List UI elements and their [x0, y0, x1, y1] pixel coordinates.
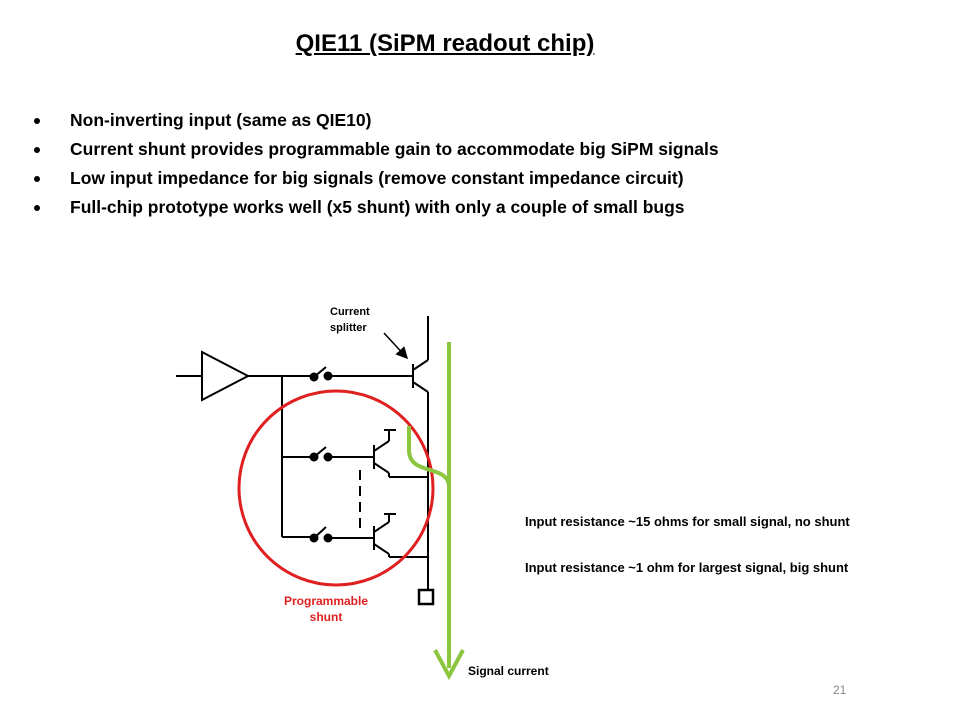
bullet-dot-icon	[34, 205, 40, 211]
programmable-shunt-label-line: shunt	[309, 610, 343, 624]
switch-3	[282, 526, 374, 543]
signal-current-label: Signal current	[468, 664, 549, 678]
programmable-shunt-label: Programmable shunt	[268, 593, 384, 625]
shunt-transistor-1	[373, 429, 428, 478]
splitter-pointer-arrow	[383, 332, 409, 360]
bullet-text: Current shunt provides programmable gain…	[70, 139, 719, 159]
bullet-item: Non-inverting input (same as QIE10)	[30, 106, 719, 135]
slide-title: QIE11 (SiPM readout chip)	[295, 30, 595, 57]
page-number: 21	[833, 683, 847, 697]
switch-2	[282, 446, 374, 462]
output-pad	[417, 588, 435, 606]
bullet-item: Full-chip prototype works well (x5 shunt…	[30, 193, 719, 222]
bullet-text: Non-inverting input (same as QIE10)	[70, 110, 372, 130]
amplifier-symbol	[176, 350, 310, 402]
bullet-dot-icon	[34, 176, 40, 182]
bullet-dot-icon	[34, 147, 40, 153]
input-resistance-note-large: Input resistance ~1 ohm for largest sign…	[525, 560, 849, 575]
bullet-item: Current shunt provides programmable gain…	[30, 135, 719, 164]
current-splitter-label-line: splitter	[330, 322, 367, 334]
programmable-shunt-circle	[237, 389, 435, 587]
bullet-text: Low input impedance for big signals (rem…	[70, 168, 684, 188]
bullet-text: Full-chip prototype works well (x5 shunt…	[70, 197, 685, 217]
shunt-transistor-2	[373, 513, 428, 558]
current-splitter-label-line: Current	[330, 306, 370, 318]
bullet-list: Non-inverting input (same as QIE10) Curr…	[30, 106, 719, 222]
current-splitter-label: Current splitter	[330, 304, 370, 336]
input-resistance-note-small: Input resistance ~15 ohms for small sign…	[525, 514, 850, 529]
programmable-shunt-label-line: Programmable	[283, 594, 369, 608]
switch-1	[309, 366, 413, 382]
bullet-item: Low input impedance for big signals (rem…	[30, 164, 719, 193]
signal-current-arrow	[407, 342, 465, 681]
bullet-dot-icon	[34, 118, 40, 124]
